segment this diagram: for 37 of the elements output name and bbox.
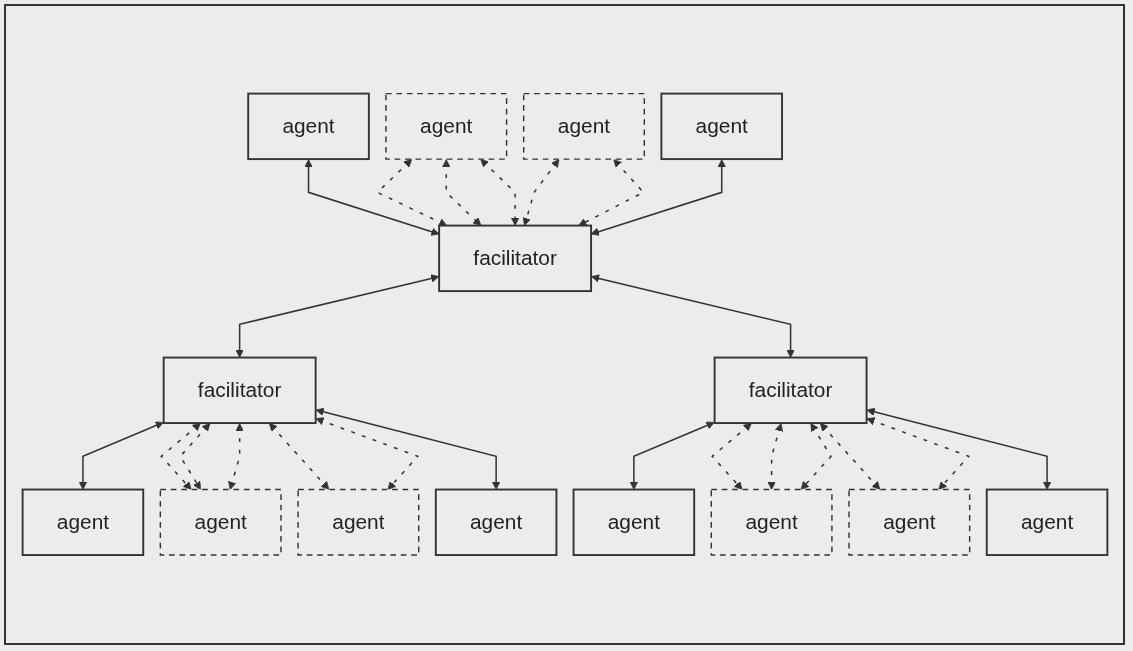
node-box: agent [847, 489, 970, 556]
node-box: agent [296, 489, 419, 556]
arrow [590, 159, 726, 236]
arrow [866, 417, 970, 491]
arrow [441, 159, 481, 227]
arrow [78, 421, 164, 491]
node-box: agent [21, 488, 144, 557]
arrow [227, 423, 244, 491]
node-box: agent [522, 93, 645, 160]
node-box: agent [159, 489, 282, 556]
node-box: agent [384, 93, 507, 160]
node-box: agent [572, 488, 695, 557]
node-box: agent [710, 489, 833, 556]
arrow [800, 423, 832, 491]
arrow [629, 421, 715, 491]
arrow [375, 159, 447, 227]
arrow [766, 423, 783, 491]
arrow [303, 159, 439, 236]
arrow [577, 159, 645, 227]
node-box: facilitator [713, 356, 868, 425]
arrow [315, 407, 500, 491]
node-box: facilitator [162, 356, 317, 425]
arrow [819, 423, 880, 491]
node-box: agent [246, 92, 370, 161]
node-box: agent [659, 92, 783, 161]
arrow [710, 423, 752, 491]
arrow [159, 423, 201, 491]
arrow [590, 274, 795, 359]
node-box: agent [434, 488, 557, 557]
node-box: facilitator [437, 224, 592, 293]
arrow [235, 274, 439, 359]
arrow [268, 423, 329, 491]
arrow [866, 407, 1051, 491]
node-box: agent [985, 488, 1108, 557]
arrow [315, 417, 419, 491]
arrow [479, 159, 519, 227]
arrow [522, 159, 559, 227]
